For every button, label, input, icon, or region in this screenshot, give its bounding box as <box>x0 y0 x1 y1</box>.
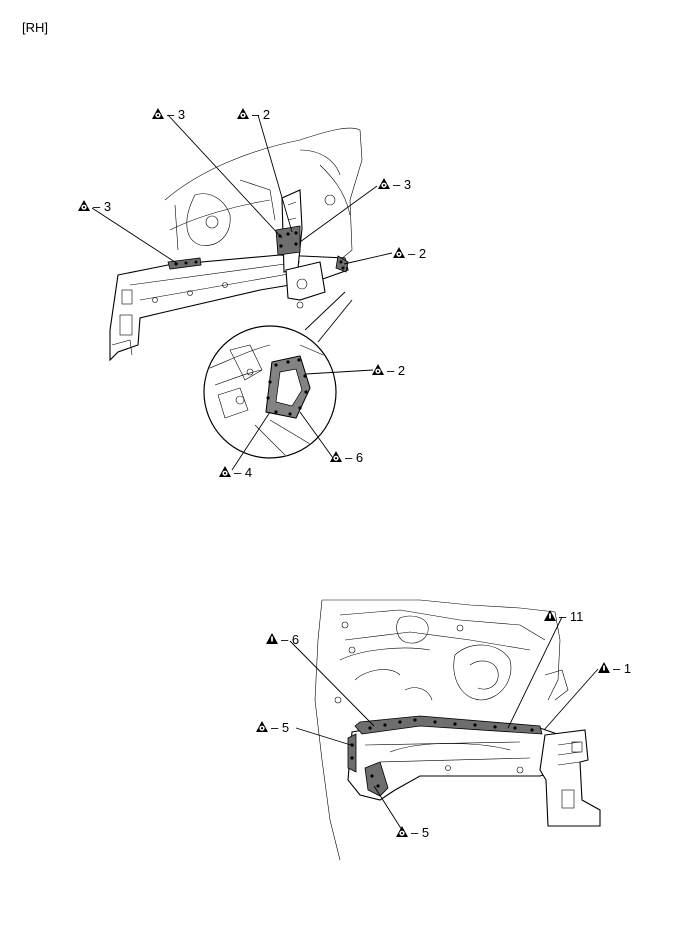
spot-weld-circle-icon <box>152 108 164 119</box>
svg-text:– 3: – 3 <box>393 177 411 192</box>
svg-text:– 1: – 1 <box>613 661 631 676</box>
callout-weld-6-b: – 6 <box>266 632 299 647</box>
callout-weld-4: – 4 <box>219 465 252 480</box>
spot-weld-circle-icon <box>78 200 90 211</box>
lower-leader-lines <box>289 616 599 831</box>
callout-weld-2-b: – 2 <box>393 246 426 261</box>
lower-side-member-illustration <box>314 599 601 861</box>
svg-text:– 2: – 2 <box>252 107 270 122</box>
svg-text:– 3: – 3 <box>93 199 111 214</box>
detail-view-circle <box>203 325 337 459</box>
callout-weld-6-a: – 6 <box>330 450 363 465</box>
callout-weld-5-a: – 5 <box>256 720 289 735</box>
spot-weld-circle-icon <box>393 247 405 258</box>
callout-labels: – 3 – 2 – 3 – 3 – 2 – 2 – 6 – 4 <box>78 107 631 840</box>
callout-weld-5-b: – 5 <box>396 825 429 840</box>
callout-weld-2-a: – 2 <box>237 107 270 122</box>
svg-text:– 5: – 5 <box>271 720 289 735</box>
svg-text:– 5: – 5 <box>411 825 429 840</box>
svg-text:– 11: – 11 <box>559 609 583 624</box>
spot-weld-circle-icon <box>372 364 384 375</box>
svg-text:– 3: – 3 <box>167 107 185 122</box>
spot-weld-circle-icon <box>256 721 268 732</box>
callout-weld-2-c: – 2 <box>372 363 405 378</box>
svg-text:– 4: – 4 <box>234 465 252 480</box>
callout-weld-1: – 1 <box>598 661 631 676</box>
svg-text:– 2: – 2 <box>408 246 426 261</box>
callout-weld-11: – 11 <box>544 609 583 624</box>
svg-text:– 6: – 6 <box>281 632 299 647</box>
spot-weld-bar-icon <box>598 662 610 673</box>
spot-weld-circle-icon <box>396 826 408 837</box>
side-label: [RH] <box>22 20 48 35</box>
spot-weld-circle-icon <box>378 178 390 189</box>
callout-weld-3-b: – 3 <box>378 177 411 192</box>
spot-weld-circle-icon <box>237 108 249 119</box>
callout-weld-3-c: – 3 <box>78 199 111 214</box>
svg-text:– 6: – 6 <box>345 450 363 465</box>
spot-weld-circle-icon <box>219 466 231 477</box>
callout-weld-3-a: – 3 <box>152 107 185 122</box>
spot-weld-bar-icon <box>266 633 278 644</box>
svg-text:– 2: – 2 <box>387 363 405 378</box>
upper-leader-lines <box>91 114 393 471</box>
